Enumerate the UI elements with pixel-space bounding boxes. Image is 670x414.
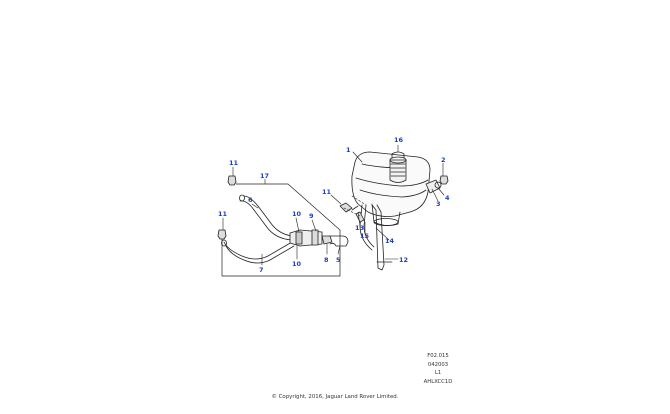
hose-6 — [239, 194, 293, 241]
callouts: 1 16 2 3 4 11 17 6 11 11 10 9 13 15 14 1… — [218, 136, 450, 274]
bolt-11-b — [217, 229, 227, 240]
hose-connector — [289, 229, 323, 247]
callout-5: 5 — [336, 256, 341, 264]
copyright-notice: © Copyright, 2016, Jaguar Land Rover Lim… — [271, 394, 399, 400]
callout-6: 6 — [248, 196, 253, 204]
reference-line-3: L1 — [434, 370, 442, 377]
callout-13: 13 — [355, 224, 364, 232]
bolt-11-a — [227, 175, 237, 186]
callout-4: 4 — [445, 194, 450, 202]
coolant-expansion-tank — [351, 151, 431, 226]
callout-11-right: 11 — [322, 188, 332, 196]
bolt-2 — [439, 175, 449, 185]
callout-10-bottom: 10 — [292, 260, 302, 268]
tank-hoses — [339, 202, 375, 251]
callout-7: 7 — [259, 266, 264, 274]
mounting-bracket — [371, 204, 393, 271]
callout-2: 2 — [441, 156, 446, 164]
reference-line-1: F02.015 — [427, 353, 449, 359]
clip-8 — [321, 235, 333, 245]
callout-17: 17 — [260, 172, 269, 180]
callout-14: 14 — [385, 237, 395, 245]
callout-3: 3 — [436, 200, 441, 208]
callout-9: 9 — [309, 212, 314, 220]
callout-11-left: 11 — [218, 210, 228, 218]
callout-10-top: 10 — [292, 210, 302, 218]
reference-line-4: AHLXCC1D — [423, 379, 453, 386]
callout-8: 8 — [324, 256, 329, 264]
callout-15: 15 — [360, 232, 370, 240]
reference-codes: F02.015 042003 L1 AHLXCC1D — [414, 352, 462, 387]
hose-7 — [221, 239, 295, 264]
callout-16: 16 — [394, 136, 404, 144]
reference-dashes — [343, 195, 367, 217]
callout-12: 12 — [399, 256, 408, 264]
leader-lines — [222, 144, 445, 266]
callout-1: 1 — [346, 146, 351, 154]
hose-5 — [329, 235, 349, 247]
hose-assembly-frame — [221, 183, 341, 277]
reference-line-2: 042003 — [427, 361, 449, 368]
callout-11-top: 11 — [229, 159, 239, 167]
